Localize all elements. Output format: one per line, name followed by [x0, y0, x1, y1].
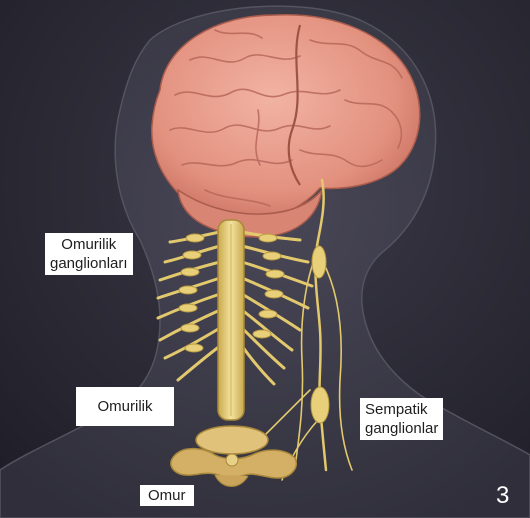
label-vertebra: Omur: [140, 485, 194, 506]
label-spinal-ganglia-line2: ganglionları: [50, 254, 128, 273]
label-sympathetic-ganglia-line2: ganglionlar: [365, 419, 438, 438]
label-spinal-cord-text: Omurilik: [80, 397, 170, 416]
figure-number: 3: [496, 483, 509, 509]
label-sympathetic-ganglia: Sempatik ganglionlar: [360, 398, 443, 440]
label-spinal-ganglia-line1: Omurilik: [50, 235, 128, 254]
label-spinal-ganglia: Omurilik ganglionları: [45, 233, 133, 275]
label-vertebra-text: Omur: [148, 486, 186, 505]
label-sympathetic-ganglia-line1: Sempatik: [365, 400, 438, 419]
label-spinal-cord: Omurilik: [76, 387, 174, 426]
